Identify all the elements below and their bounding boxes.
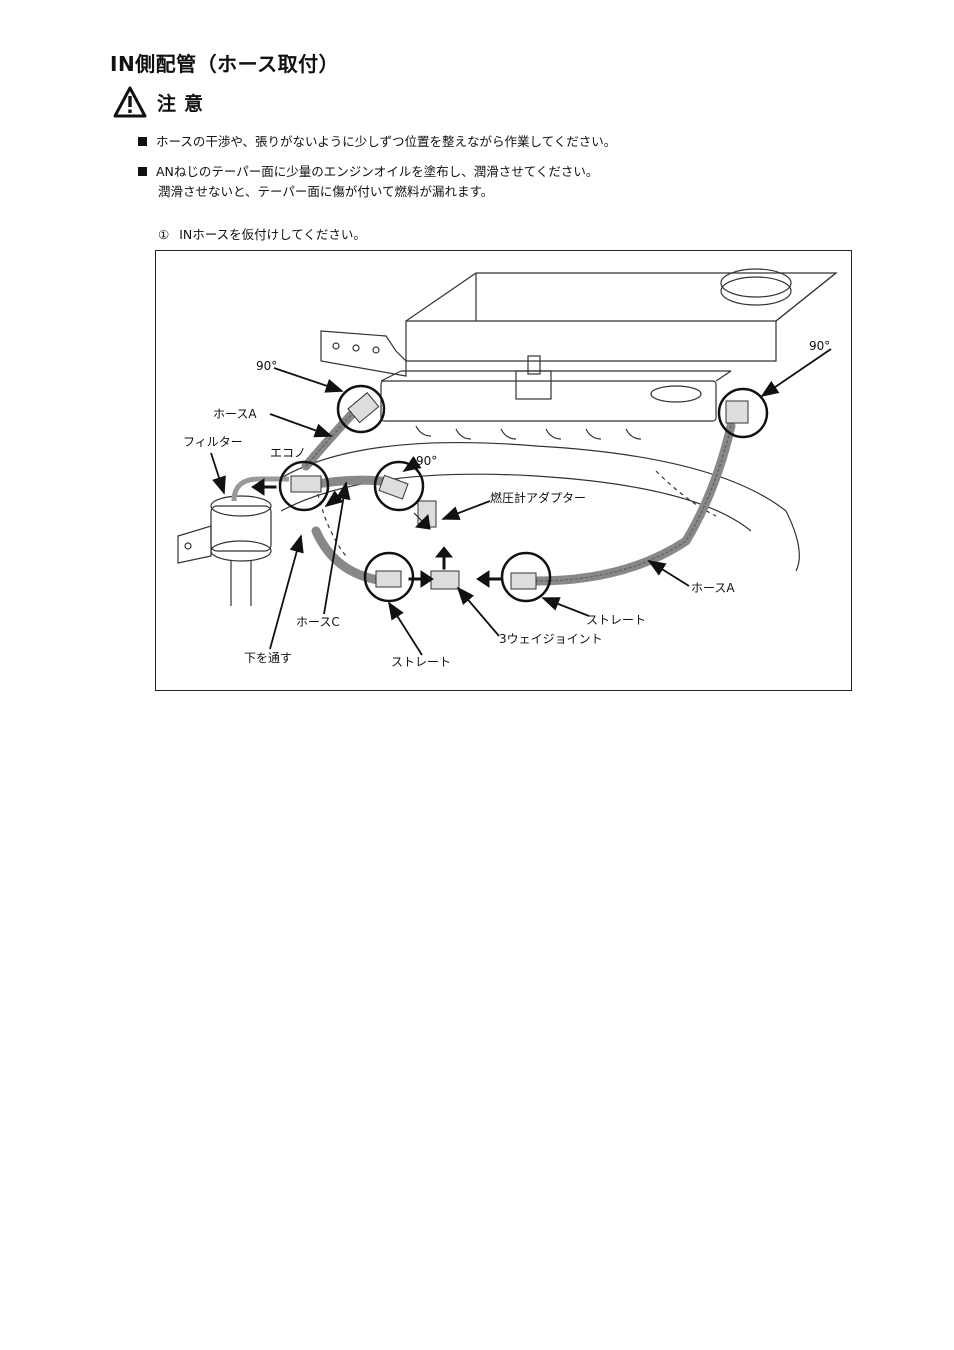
label-90-center: 90° [416,454,438,468]
label-hose-a-left: ホースA [213,407,257,421]
hose-installation-diagram: 90° 90° 90° ホースA フィルター エコノ 燃圧計アダプター ホースA… [155,250,852,691]
engine-illustration [177,268,838,656]
label-pass-under: 下を通す [244,651,293,665]
label-three-way-joint: 3ウェイジョイント [499,632,603,646]
label-hose-c: ホースC [296,615,340,629]
label-90-right: 90° [809,339,831,353]
label-filter: フィルター [183,435,243,449]
label-straight-right: ストレート [586,613,647,627]
step-number: ① [158,227,170,242]
label-econo: エコノ [270,446,307,460]
bullet-square-icon [138,167,147,176]
bullet-square-icon [138,137,147,146]
caution-label: 注意 [157,92,212,115]
note-1: ホースの干渉や、張りがないように少しずつ位置を整えながら作業してください。 [138,132,616,152]
page-title: IN側配管（ホース取付） [110,52,340,76]
label-fuel-adapter: 燃圧計アダプター [490,491,587,505]
step-1: ① INホースを仮付けしてください。 [158,224,366,243]
label-hose-a-right: ホースA [691,581,735,595]
step-text: INホースを仮付けしてください。 [179,227,366,242]
note-text: ANねじのテーパー面に少量のエンジンオイルを塗布し、潤滑させてください。 [156,164,599,179]
warning-triangle-icon [113,86,147,118]
label-straight-bottom: ストレート [391,655,452,669]
note-2: ANねじのテーパー面に少量のエンジンオイルを塗布し、潤滑させてください。 潤滑さ… [138,162,598,202]
caution-header: 注意 [113,86,211,118]
note-text-continued: 潤滑させないと、テーパー面に傷が付いて燃料が漏れます。 [158,184,494,199]
note-text: ホースの干渉や、張りがないように少しずつ位置を整えながら作業してください。 [156,134,617,149]
label-90-left: 90° [256,359,278,373]
